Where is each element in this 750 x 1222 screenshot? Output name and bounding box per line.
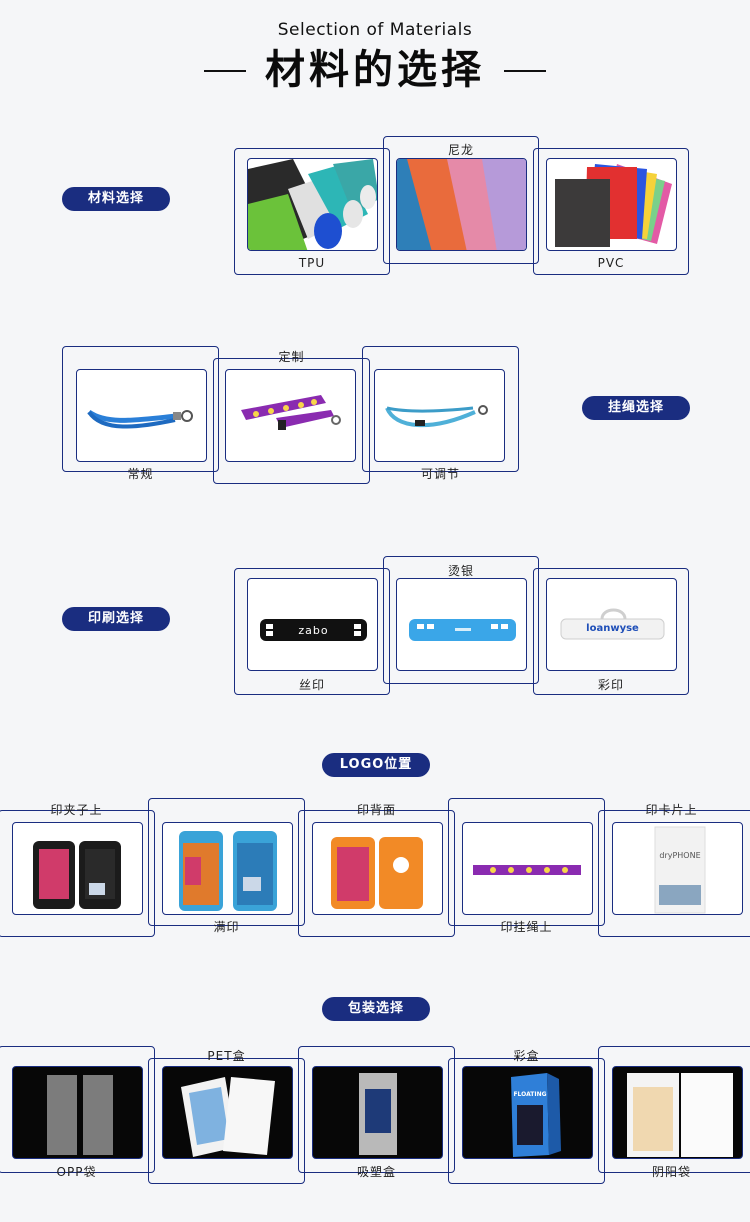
printing-hotstamp-image [396, 578, 527, 671]
logo-card-image: dryPHONE [612, 822, 743, 915]
printing-caption-silkscreen: 丝印 [298, 678, 325, 692]
packaging-frame-yinyang [598, 1046, 750, 1173]
card-brand-text: dryPHONE [659, 851, 701, 860]
printing-frame-hotstamp [383, 556, 539, 684]
lanyard-adjustable-image [374, 369, 505, 462]
logo-caption-back: 印背面 [356, 803, 396, 817]
logo-label-pill: LOGO位置 [322, 753, 430, 777]
logo-frame-fullprint [148, 798, 305, 926]
lanyard-caption-adjustable: 可调节 [420, 467, 460, 481]
material-caption-pvc: PVC [597, 256, 625, 270]
printing-frame-silkscreen [234, 568, 390, 695]
printing-label-pill: 印刷选择 [62, 607, 170, 631]
material-frame-tpu [234, 148, 390, 275]
logo-caption-lanyard: 印挂绳上 [500, 920, 553, 934]
logo-frame-lanyard [448, 798, 605, 926]
packaging-opp-image [12, 1066, 143, 1159]
packaging-caption-yinyang: 阴阳袋 [651, 1165, 691, 1179]
material-nylon-image [396, 158, 527, 251]
printing-caption-hotstamp: 烫银 [447, 564, 474, 578]
packaging-yinyang-image [612, 1066, 743, 1159]
lanyard-label-pill: 挂绳选择 [582, 396, 690, 420]
printing-colorprint-image: loanwyse [546, 578, 677, 671]
lanyard-frame-regular [62, 346, 219, 472]
printing-caption-colorprint: 彩印 [597, 678, 624, 692]
packaging-colorbox-image: FLOATING [462, 1066, 593, 1159]
packaging-caption-colorbox: 彩盒 [513, 1049, 540, 1063]
header-title-cn: 材料的选择 [265, 47, 485, 93]
title-dash-left [204, 70, 246, 72]
header-title-en: Selection of Materials [277, 20, 473, 40]
packaging-caption-blister: 吸塑盒 [356, 1165, 396, 1179]
logo-caption-fullprint: 满印 [213, 920, 240, 934]
silkscreen-brand-text: zabo [298, 624, 329, 637]
logo-lanyard-image [462, 822, 593, 915]
packaging-blister-image [312, 1066, 443, 1159]
printing-frame-colorprint [533, 568, 689, 695]
lanyard-caption-regular: 常规 [127, 467, 154, 481]
material-caption-nylon: 尼龙 [447, 143, 474, 157]
lanyard-custom-image [225, 369, 356, 462]
colorprint-brand-text: loanwyse [586, 623, 639, 634]
logo-fullprint-image [162, 822, 293, 915]
colorbox-brand-text: FLOATING [513, 1091, 547, 1098]
packaging-caption-pet: PET盒 [207, 1049, 246, 1063]
packaging-label-pill: 包装选择 [322, 997, 430, 1021]
logo-clip-image [12, 822, 143, 915]
material-pvc-image [546, 158, 677, 251]
material-label-pill: 材料选择 [62, 187, 170, 211]
material-frame-pvc [533, 148, 689, 275]
material-caption-tpu: TPU [298, 256, 326, 270]
lanyard-caption-custom: 定制 [278, 350, 305, 364]
packaging-caption-opp: OPP袋 [56, 1165, 97, 1179]
packaging-frame-blister [298, 1046, 455, 1173]
logo-caption-clip: 印夹子上 [50, 803, 103, 817]
packaging-pet-image [162, 1066, 293, 1159]
material-frame-nylon [383, 136, 539, 264]
logo-back-image [312, 822, 443, 915]
packaging-frame-colorbox [448, 1058, 605, 1184]
lanyard-regular-image [76, 369, 207, 462]
logo-caption-card: 印卡片上 [645, 803, 698, 817]
packaging-frame-pet [148, 1058, 305, 1184]
lanyard-frame-custom [213, 358, 370, 484]
packaging-frame-opp [0, 1046, 155, 1173]
logo-frame-card [598, 810, 750, 937]
logo-frame-clip [0, 810, 155, 937]
logo-frame-back [298, 810, 455, 937]
lanyard-frame-adjustable [362, 346, 519, 472]
material-tpu-image [247, 158, 378, 251]
title-dash-right [504, 70, 546, 72]
printing-silkscreen-image: zabo [247, 578, 378, 671]
